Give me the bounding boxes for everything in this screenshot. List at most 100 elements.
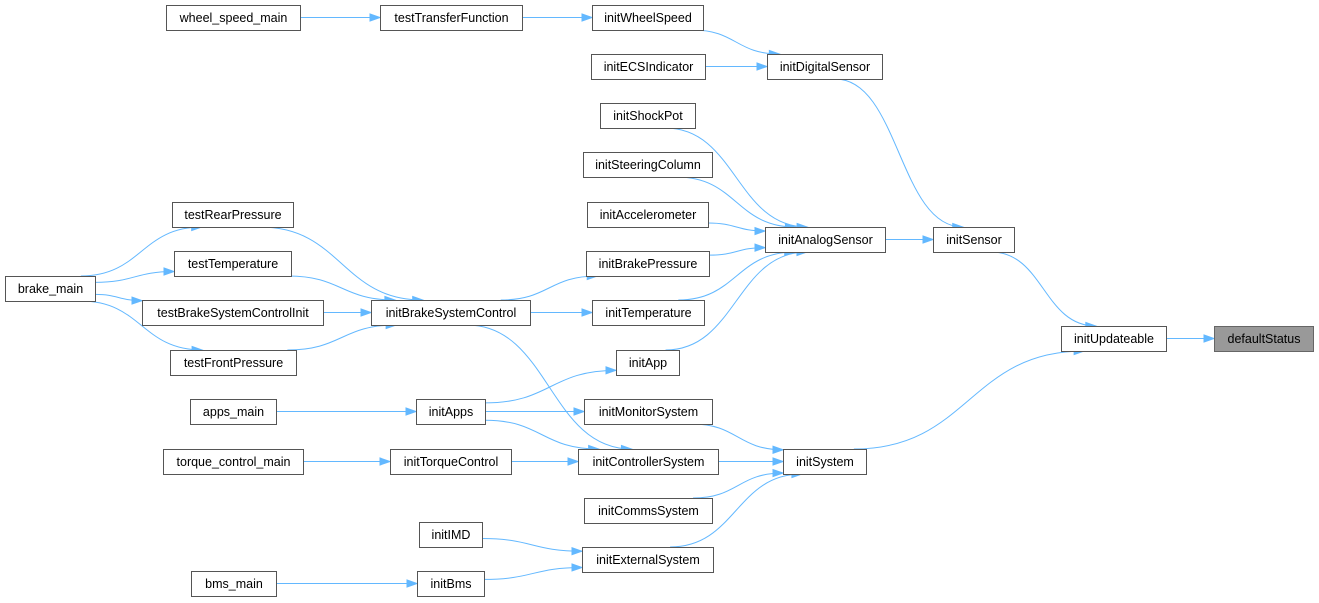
node-init-brake-pressure[interactable]: initBrakePressure xyxy=(586,251,710,277)
node-label: initECSIndicator xyxy=(604,60,694,74)
edge-line xyxy=(677,176,796,228)
node-init-controller-system[interactable]: initControllerSystem xyxy=(578,449,719,475)
node-init-digital-sensor[interactable]: initDigitalSensor xyxy=(767,54,883,80)
node-label: apps_main xyxy=(203,405,264,419)
node-init-temperature[interactable]: initTemperature xyxy=(592,300,705,326)
node-label: initSensor xyxy=(946,233,1002,247)
arrowhead-icon xyxy=(163,267,176,276)
node-brake-main[interactable]: brake_main xyxy=(5,276,96,302)
node-init-sensor[interactable]: initSensor xyxy=(933,227,1015,253)
node-init-torque-control[interactable]: initTorqueControl xyxy=(390,449,512,475)
node-test-brake-system-control-init[interactable]: testBrakeSystemControlInit xyxy=(142,300,324,326)
edge-test-brake-system-control-init-to-init-brake-system-control xyxy=(323,308,373,317)
edge-init-brake-system-control-to-init-brake-pressure xyxy=(500,271,599,301)
edge-line xyxy=(287,324,397,351)
node-init-ecsindicator[interactable]: initECSIndicator xyxy=(591,54,706,80)
node-box xyxy=(767,54,883,80)
edge-init-sensor-to-init-updateable xyxy=(991,251,1098,331)
node-box xyxy=(578,449,719,475)
node-box xyxy=(584,399,713,425)
node-box xyxy=(390,449,512,475)
node-box xyxy=(170,350,297,376)
node-init-shock-pot[interactable]: initShockPot xyxy=(600,103,696,129)
node-default-status[interactable]: defaultStatus xyxy=(1214,326,1314,352)
node-label: initAccelerometer xyxy=(600,208,697,222)
node-label: initBrakeSystemControl xyxy=(386,306,517,320)
node-box xyxy=(5,276,96,302)
node-init-analog-sensor[interactable]: initAnalogSensor xyxy=(765,227,886,253)
node-apps-main[interactable]: apps_main xyxy=(190,399,277,425)
nodes-layer: defaultStatus initUpdateable initSensor ini… xyxy=(5,5,1314,597)
node-box xyxy=(586,251,710,277)
arrowhead-icon xyxy=(756,62,769,71)
node-label: testTransferFunction xyxy=(394,11,508,25)
edge-init-brake-system-control-to-init-temperature xyxy=(530,308,594,317)
arrowhead-icon xyxy=(573,407,586,416)
node-box xyxy=(1061,326,1167,352)
arrowhead-icon xyxy=(571,563,584,572)
edge-line xyxy=(665,251,807,351)
edge-init-monitor-system-to-init-system xyxy=(692,423,785,454)
edge-init-apps-to-init-controller-system xyxy=(484,419,601,454)
node-test-transfer-function[interactable]: testTransferFunction xyxy=(380,5,523,31)
node-box xyxy=(163,449,304,475)
node-label: initTorqueControl xyxy=(404,455,499,469)
arrowhead-icon xyxy=(581,13,594,22)
node-box xyxy=(616,350,680,376)
edge-line xyxy=(991,251,1096,327)
node-init-system[interactable]: initSystem xyxy=(783,449,867,475)
node-init-updateable[interactable]: initUpdateable xyxy=(1061,326,1167,352)
edge-init-brake-system-control-to-init-controller-system xyxy=(467,324,633,454)
edge-line xyxy=(481,537,583,552)
node-box xyxy=(380,5,523,31)
edge-line xyxy=(665,127,808,228)
node-bms-main[interactable]: bms_main xyxy=(191,571,277,597)
arrowhead-icon xyxy=(406,579,419,588)
node-label: initShockPot xyxy=(613,109,683,123)
node-init-comms-system[interactable]: initCommsSystem xyxy=(584,498,713,524)
arrowhead-icon xyxy=(571,546,584,556)
node-label: initBrakePressure xyxy=(599,257,698,271)
node-init-bms[interactable]: initBms xyxy=(417,571,485,597)
edge-brake-main-to-test-brake-system-control-init xyxy=(94,293,144,305)
arrowhead-icon xyxy=(581,308,594,317)
arrowhead-icon xyxy=(1203,334,1216,343)
edge-init-digital-sensor-to-init-sensor xyxy=(835,78,965,232)
edge-line xyxy=(693,472,784,499)
node-label: initControllerSystem xyxy=(593,455,705,469)
node-test-rear-pressure[interactable]: testRearPressure xyxy=(172,202,294,228)
edge-line xyxy=(80,300,203,351)
node-init-app[interactable]: initApp xyxy=(616,350,680,376)
edge-line xyxy=(483,566,583,580)
node-label: initBms xyxy=(431,577,472,591)
node-init-monitor-system[interactable]: initMonitorSystem xyxy=(584,399,713,425)
arrowhead-icon xyxy=(360,308,373,317)
node-box xyxy=(582,547,714,573)
edge-line xyxy=(260,226,423,301)
node-label: initIMD xyxy=(432,528,471,542)
node-init-imd[interactable]: initIMD xyxy=(419,522,483,548)
arrowhead-icon xyxy=(772,468,785,478)
node-wheel-speed-main[interactable]: wheel_speed_main xyxy=(166,5,301,31)
node-box xyxy=(417,571,485,597)
node-init-brake-system-control[interactable]: initBrakeSystemControl xyxy=(371,300,531,326)
node-init-steering-column[interactable]: initSteeringColumn xyxy=(583,152,713,178)
node-init-external-system[interactable]: initExternalSystem xyxy=(582,547,714,573)
node-init-apps[interactable]: initApps xyxy=(416,399,486,425)
node-torque-control-main[interactable]: torque_control_main xyxy=(163,449,304,475)
node-init-wheel-speed[interactable]: initWheelSpeed xyxy=(592,5,704,31)
node-box xyxy=(190,399,277,425)
node-label: brake_main xyxy=(18,282,83,296)
node-test-temperature[interactable]: testTemperature xyxy=(174,251,292,277)
edge-line xyxy=(853,350,1085,450)
node-box xyxy=(933,227,1015,253)
node-box xyxy=(765,227,886,253)
edge-torque-control-main-to-init-torque-control xyxy=(303,457,392,466)
node-box xyxy=(172,202,294,228)
edge-apps-main-to-init-apps xyxy=(276,407,418,416)
edge-init-controller-system-to-init-system xyxy=(718,457,785,466)
node-init-accelerometer[interactable]: initAccelerometer xyxy=(587,202,709,228)
node-test-front-pressure[interactable]: testFrontPressure xyxy=(170,350,297,376)
node-label: testRearPressure xyxy=(184,208,281,222)
